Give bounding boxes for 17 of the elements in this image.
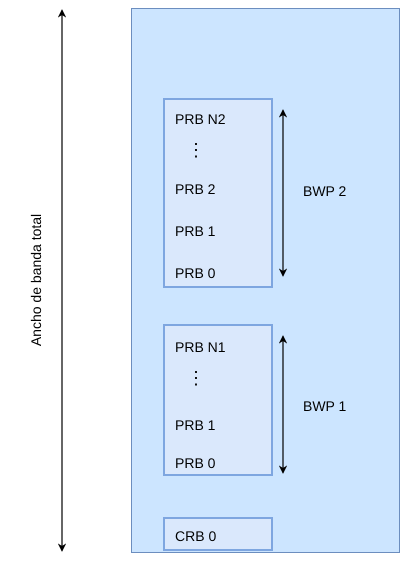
block-label: PRB 1	[175, 223, 216, 239]
resource-block-group	[163, 324, 273, 476]
axis-label: Ancho de banda total	[28, 214, 44, 346]
ellipsis: ⋮	[187, 370, 205, 386]
block-label: PRB 0	[175, 265, 216, 281]
resource-block-group	[163, 98, 273, 288]
background-panel	[131, 8, 400, 553]
block-label: PRB N2	[175, 111, 226, 127]
block-label: PRB 2	[175, 181, 216, 197]
dimension-label: BWP 1	[303, 398, 346, 414]
ellipsis: ⋮	[187, 142, 205, 158]
block-label: PRB 0	[175, 455, 216, 471]
resource-block	[163, 517, 273, 551]
dimension-label: BWP 2	[303, 183, 346, 199]
block-label: CRB 0	[175, 528, 216, 544]
block-label: PRB N1	[175, 339, 226, 355]
block-label: PRB 1	[175, 417, 216, 433]
